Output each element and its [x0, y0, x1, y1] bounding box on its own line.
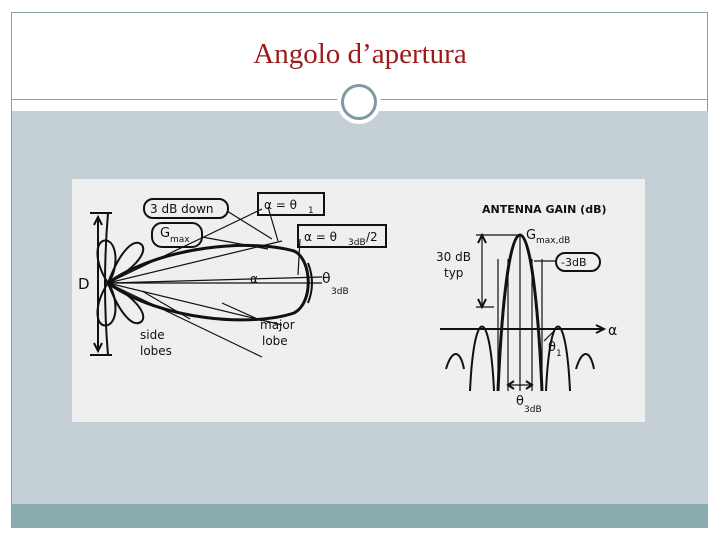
- box-minus3db: [555, 252, 601, 272]
- pattern-labels: 3 dB down G max α = θ 1 α = θ 3dB /2 α θ…: [78, 198, 378, 358]
- ray-3db-lower: [107, 282, 283, 326]
- leader-gmax: [201, 236, 269, 250]
- label-alpha: α: [250, 272, 258, 286]
- footer-bar: [12, 504, 708, 528]
- label-theta-3db-sub: 3dB: [331, 287, 349, 297]
- label-theta3db: θ: [516, 394, 524, 409]
- aperture-plate: [104, 212, 109, 356]
- theta3-arrow-l: [506, 380, 515, 390]
- leader-side: [141, 290, 191, 320]
- label-alpha-axis: α: [608, 323, 617, 339]
- box-alpha-theta3: [297, 224, 387, 248]
- label-gain-heading: ANTENNA GAIN (dB): [482, 203, 606, 216]
- label-lobe: lobe: [262, 334, 288, 348]
- antenna-figure: 3 dB down G max α = θ 1 α = θ 3dB /2 α θ…: [72, 179, 645, 422]
- label-theta3db-sub: 3dB: [524, 405, 542, 415]
- side-lobe-l2: [445, 353, 465, 370]
- label-alpha-theta3-tail: /2: [366, 230, 378, 244]
- gain-plot: [440, 232, 607, 392]
- side-lobe-r1: [545, 325, 571, 392]
- major-lobe: [105, 244, 310, 322]
- box-alpha-theta1: [257, 192, 325, 216]
- label-gmax-db: G: [526, 228, 536, 243]
- box-gmax: [151, 222, 203, 248]
- label-theta-3db: θ: [322, 271, 331, 287]
- radiation-pattern: [90, 192, 387, 358]
- theta-3db-arc: [307, 262, 313, 304]
- ray-3db-upper: [107, 240, 283, 284]
- slide-title: Angolo d’apertura: [253, 38, 467, 70]
- label-minus3db: -3dB: [561, 256, 587, 269]
- label-side: side: [140, 328, 165, 342]
- label-lobes: lobes: [140, 344, 172, 358]
- d-bottom-arrow: [93, 342, 103, 354]
- d-top-arrow: [93, 214, 103, 226]
- label-alpha-theta3: α = θ: [304, 230, 337, 244]
- label-d: D: [78, 275, 90, 293]
- antenna-diagram-svg: 3 dB down G max α = θ 1 α = θ 3dB /2 α θ…: [78, 192, 617, 415]
- side-lobe-r2: [575, 353, 595, 370]
- label-typ: typ: [444, 266, 463, 280]
- theta1-leader: [543, 330, 555, 342]
- alpha-axis-arrow: [595, 324, 607, 334]
- label-theta1: θ: [548, 340, 556, 355]
- label-alpha-theta3-sub: 3dB: [348, 238, 366, 248]
- ray-null-lower: [107, 282, 263, 358]
- label-alpha-theta1: α = θ: [264, 198, 297, 212]
- leader-theta1: [267, 206, 279, 242]
- leader-theta3: [297, 238, 301, 276]
- side-lobe-lower-2: [107, 282, 145, 325]
- label-theta1-sub: 1: [556, 349, 562, 359]
- box-3db-down: [143, 198, 229, 219]
- label-gmax: G: [160, 226, 170, 241]
- label-alpha-theta1-sub: 1: [308, 206, 314, 216]
- label-30db: 30 dB: [436, 250, 471, 264]
- theta3-arrow-r: [525, 380, 534, 390]
- leader-3db: [226, 210, 273, 240]
- side-lobe-l1: [469, 325, 495, 392]
- label-3db-down: 3 dB down: [150, 202, 214, 216]
- ray-alpha: [107, 276, 323, 284]
- label-gmax-sub: max: [170, 235, 190, 245]
- label-major: major: [260, 318, 295, 332]
- label-gmax-db-sub: max,dB: [536, 236, 570, 246]
- leader-major: [221, 302, 263, 322]
- gain-labels: ANTENNA GAIN (dB) G max,dB -3dB 30 dB ty…: [436, 203, 617, 415]
- divider-ring-icon: [337, 80, 381, 124]
